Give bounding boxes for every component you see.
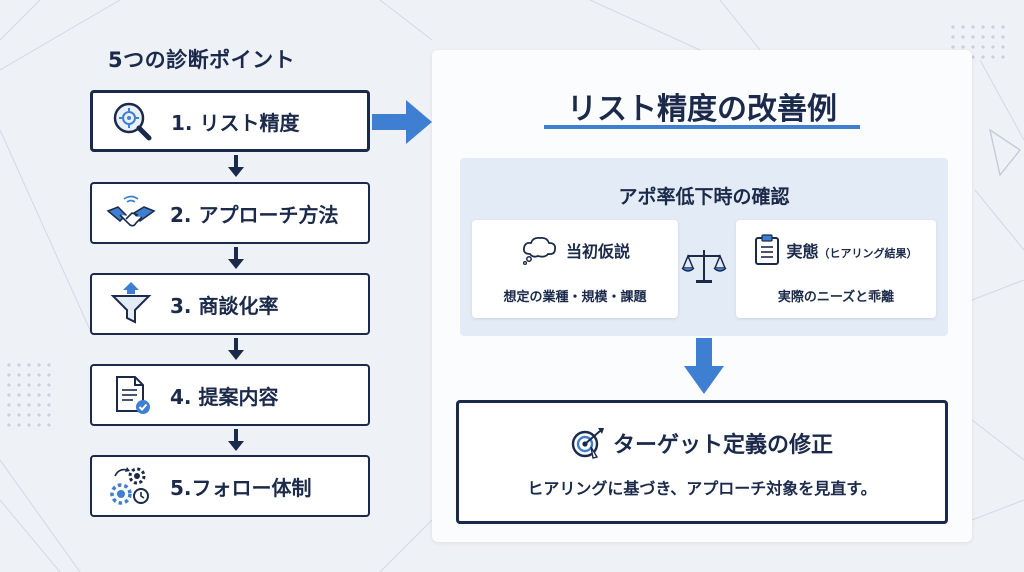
search-target-icon [107, 99, 157, 143]
step-label: 4. 提案内容 [170, 384, 279, 409]
funnel-icon [106, 282, 156, 326]
improvement-panel: リスト精度の改善例 アポ率低下時の確認 当初仮説 想定の業種・規模・課題 [432, 50, 972, 542]
actual-card: 実態（ヒアリング結果） 実際のニーズと乖離 [736, 220, 936, 318]
confirmation-box: アポ率低下時の確認 当初仮説 想定の業種・規模・課題 [460, 158, 948, 336]
step-approach-method[interactable]: 2. アプローチ方法 [90, 182, 370, 244]
down-arrow-icon [228, 429, 244, 451]
down-arrow-icon [228, 338, 244, 360]
connector-arrow-icon [372, 100, 432, 144]
step-conversion-rate[interactable]: 3. 商談化率 [90, 273, 370, 335]
handshake-icon [106, 191, 156, 235]
scale-icon [681, 250, 727, 283]
hypothesis-card: 当初仮説 想定の業種・規模・課題 [472, 220, 678, 318]
hypothesis-desc: 想定の業種・規模・課題 [503, 290, 647, 305]
thought-cloud-icon [522, 236, 557, 266]
result-desc: ヒアリングに基づき、アプローチ対象を見直す。 [527, 479, 877, 498]
actual-title-note: （ヒアリング結果） [818, 247, 918, 260]
confirmation-title: アポ率低下時の確認 [618, 186, 790, 208]
step-proposal-content[interactable]: 4. 提案内容 [90, 364, 370, 426]
gears-clock-icon [106, 464, 156, 508]
document-check-icon [106, 373, 156, 417]
down-arrow-icon [228, 155, 244, 177]
step-label: 1. リスト精度 [171, 110, 300, 135]
target-icon [571, 428, 604, 459]
title-underline [544, 125, 860, 129]
step-label: 2. アプローチ方法 [170, 202, 339, 227]
step-label: 3. 商談化率 [170, 293, 279, 318]
down-arrow-icon [228, 247, 244, 269]
step-list-accuracy[interactable]: 1. リスト精度 [90, 90, 370, 152]
clipboard-icon [755, 234, 780, 265]
result-title: ターゲット定義の修正 [612, 433, 833, 458]
hypothesis-title: 当初仮説 [565, 242, 630, 261]
diagnosis-points-title: 5つの診断ポイント [108, 48, 296, 72]
actual-desc: 実際のニーズと乖離 [777, 290, 895, 305]
improvement-title: リスト精度の改善例 [567, 92, 837, 127]
step-label: 5.フォロー体制 [170, 475, 312, 500]
actual-title: 実態（ヒアリング結果） [786, 242, 918, 261]
step-follow-system[interactable]: 5.フォロー体制 [90, 455, 370, 517]
result-box: ターゲット定義の修正 ヒアリングに基づき、アプローチ対象を見直す。 [456, 400, 948, 524]
dot-pattern [4, 360, 54, 430]
down-arrow-icon [684, 338, 724, 394]
